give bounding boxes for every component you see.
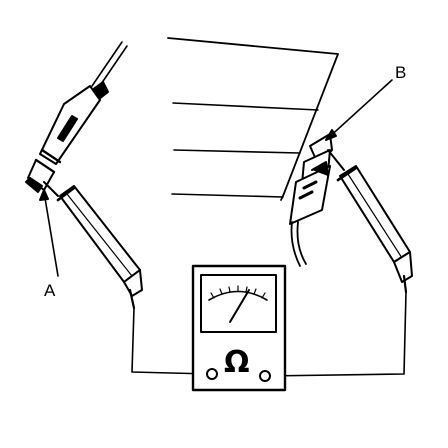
test-panel	[167, 37, 339, 201]
test-leads	[131, 291, 407, 377]
left-test-probe	[43, 181, 143, 310]
right-connector	[289, 79, 393, 267]
right-test-probe	[327, 149, 413, 294]
left-connector	[25, 41, 128, 277]
label-b: B	[395, 63, 406, 82]
ohmmeter	[191, 264, 287, 392]
ohm-symbol: Ω	[224, 345, 250, 380]
label-a: A	[44, 281, 56, 300]
